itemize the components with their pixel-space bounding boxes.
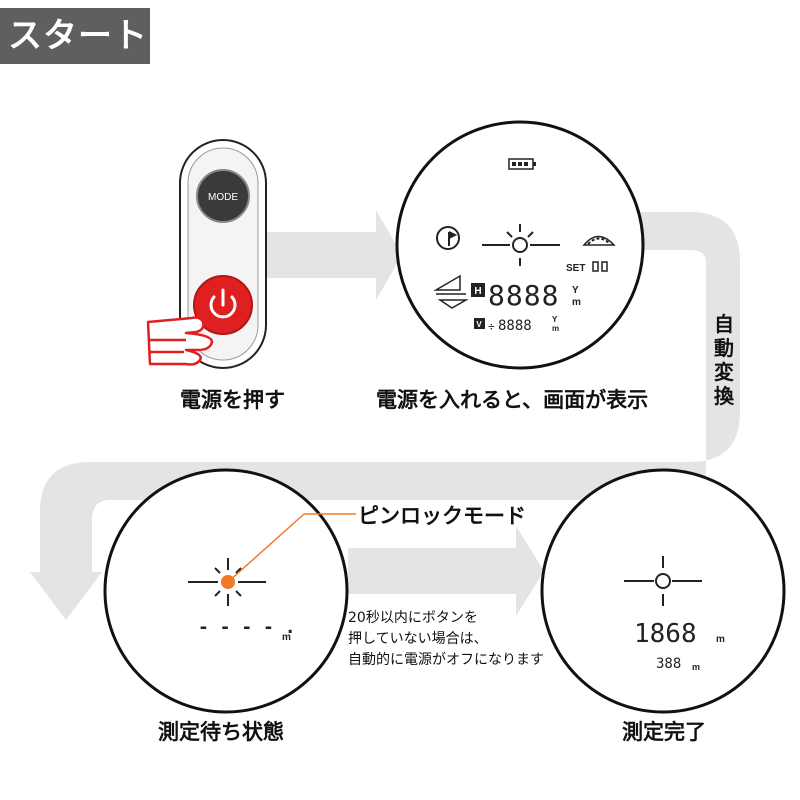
- crosshair-icon: [624, 556, 702, 606]
- unit-y-label: Y: [572, 285, 579, 296]
- hand-pressing-icon: [146, 316, 214, 366]
- start-badge: スタート: [0, 8, 150, 64]
- crosshair-icon: [188, 558, 266, 606]
- mode-button[interactable]: [196, 169, 250, 223]
- result-unit-label: m: [716, 634, 725, 645]
- sub-distance-digits: 8888: [498, 318, 532, 334]
- caption-press-power: 電源を押す: [180, 388, 285, 412]
- main-distance-digits: 8888: [488, 279, 559, 312]
- caption-done: 測定完了: [622, 720, 706, 744]
- result-distance-value: 1868: [634, 619, 697, 649]
- pin-lock-mode-callout: ピンロックモード: [358, 504, 526, 528]
- sub-unit-y-label: Y: [552, 315, 558, 324]
- caption-auto-switch: 自動変換: [714, 312, 734, 408]
- lcd-display-result: 1868 m 388 m: [540, 468, 786, 714]
- lcd-display-full: SET H 8888 Y m V ÷ 8888 Y m: [395, 120, 645, 370]
- standby-unit-label: m: [282, 632, 291, 643]
- power-icon: [209, 288, 237, 319]
- caption-power-on-display: 電源を入れると、画面が表示: [376, 388, 649, 412]
- slope-icon: [582, 235, 616, 246]
- device-panel: MODE: [179, 139, 267, 369]
- v-tag: [474, 318, 485, 329]
- mode-segment-icon: [592, 261, 608, 272]
- divide-icon: ÷: [488, 320, 495, 333]
- sub-unit-m-label: m: [552, 324, 559, 333]
- mode-button-label: MODE: [208, 192, 238, 203]
- result-sub-value: 388: [656, 656, 681, 672]
- note-line: 自動的に電源がオフになります: [348, 652, 544, 668]
- note-line: 20秒以内にボタンを: [348, 610, 478, 626]
- unit-m-label: m: [572, 297, 581, 308]
- h-tag-label: H: [474, 286, 481, 297]
- battery-icon: [508, 158, 536, 170]
- auto-off-note: 20秒以内にボタンを 押していない場合は、 自動的に電源がオフになります: [348, 608, 544, 671]
- golf-flag-icon: [436, 226, 460, 250]
- standby-dashes: - - - - .: [198, 617, 296, 638]
- lcd-display-standby: - - - - . m: [103, 468, 349, 714]
- callout-leader-line: [227, 513, 305, 583]
- crosshair-icon: [482, 224, 560, 266]
- note-line: 押していない場合は、: [348, 631, 488, 647]
- h-tag: [471, 283, 485, 297]
- caption-standby: 測定待ち状態: [158, 720, 284, 744]
- angle-icon: [433, 274, 469, 309]
- set-label: SET: [566, 263, 585, 274]
- v-tag-label: V: [476, 320, 482, 329]
- result-sub-unit-label: m: [692, 662, 700, 672]
